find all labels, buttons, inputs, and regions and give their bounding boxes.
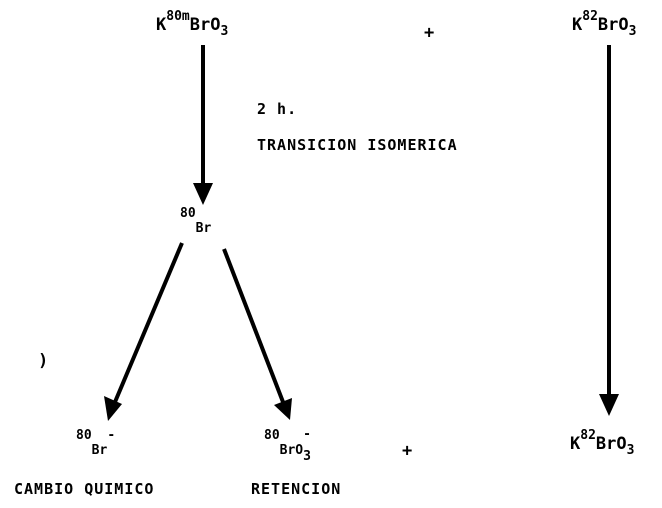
plus-sign-bottom: +: [402, 441, 413, 461]
subscript: 3: [303, 449, 311, 464]
formula-rest: BrO: [595, 434, 627, 454]
mass-number: 80: [180, 206, 196, 221]
product-80br-ion: 80Br-: [76, 429, 115, 457]
charge: -: [107, 428, 116, 443]
time-label: 2 h.: [257, 100, 298, 118]
transition-label: TRANSICION ISOMERICA: [257, 136, 458, 154]
label-retention: RETENCION: [251, 480, 342, 498]
reactant-k82-bro3: K82BrO3: [572, 10, 636, 38]
mass-number: 80: [264, 428, 280, 443]
product-80bro3-ion: 80BrO-3: [264, 428, 311, 463]
subscript: 3: [220, 24, 229, 39]
arrow-k82-unchanged: [599, 45, 619, 416]
arrow-retention: [222, 248, 292, 420]
formula-rest: BrO: [189, 15, 221, 35]
label-chemical-change: CAMBIO QUIMICO: [14, 480, 155, 498]
reactant-k80m-bro3: K80mBrO3: [156, 10, 228, 38]
stray-mark: ): [38, 351, 49, 371]
mass-number: 82: [582, 9, 598, 24]
formula-rest: BrO: [279, 443, 304, 458]
charge: -: [303, 427, 311, 442]
symbol-k: K: [572, 15, 583, 35]
charge-subscript-stack: -3: [303, 428, 311, 463]
formula-rest: Br: [195, 221, 212, 236]
plus-sign-top: +: [424, 23, 435, 43]
mass-number: 80m: [166, 9, 190, 24]
symbol-k: K: [570, 434, 581, 454]
arrow-chemical-change: [104, 242, 184, 421]
intermediate-80br: 80Br: [180, 207, 211, 235]
formula-rest: BrO: [597, 15, 629, 35]
subscript: 3: [628, 24, 637, 39]
mass-number: 80: [76, 428, 92, 443]
symbol-k: K: [156, 15, 167, 35]
mass-number: 82: [580, 428, 596, 443]
arrow-isomeric-transition: [193, 45, 213, 205]
subscript: 3: [626, 443, 635, 458]
formula-rest: Br: [91, 443, 108, 458]
product-k82-bro3: K82BrO3: [570, 429, 634, 457]
